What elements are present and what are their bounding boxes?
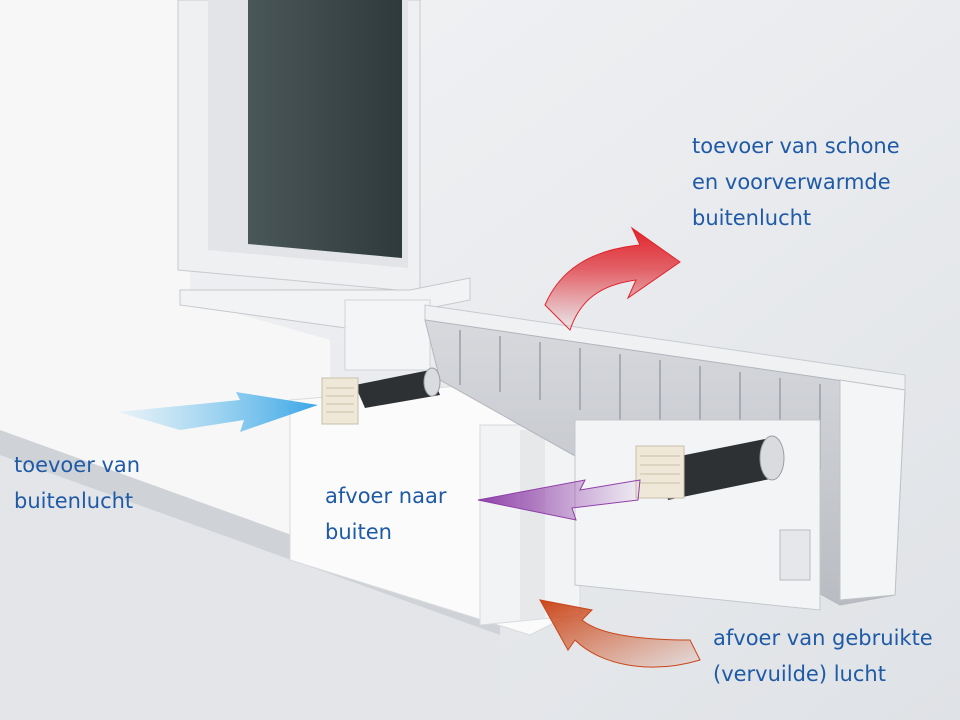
label-line: buiten <box>325 520 392 544</box>
vent-grille-upper <box>321 377 359 425</box>
window-frame <box>177 0 471 371</box>
arrow-exhaust-outside <box>477 479 641 521</box>
label-supply-clean-air: toevoer van schone en voorverwarmde buit… <box>692 128 900 236</box>
label-line: afvoer naar <box>325 484 447 508</box>
label-exhaust-used-air: afvoer van gebruikte (vervuilde) lucht <box>713 620 933 692</box>
label-line: toevoer van schone <box>692 134 900 158</box>
label-line: buitenlucht <box>14 489 134 513</box>
arrow-supply-outside-air <box>118 392 318 432</box>
arrow-exhaust-used-air <box>539 599 701 668</box>
duct-pipe-upper <box>355 367 441 408</box>
arrow-supply-clean-air <box>544 226 681 331</box>
label-line: afvoer van gebruikte <box>713 626 933 650</box>
label-exhaust-outside: afvoer naar buiten <box>325 478 446 550</box>
wall-block <box>289 379 581 636</box>
label-line: en voorverwarmde <box>692 170 891 194</box>
duct-pipe-lower <box>660 435 785 500</box>
vent-grille-lower <box>635 445 685 499</box>
label-line: (vervuilde) lucht <box>713 662 886 686</box>
label-line: buitenlucht <box>692 206 812 230</box>
label-line: toevoer van <box>14 453 141 477</box>
label-supply-outside-air: toevoer van buitenlucht <box>14 447 140 519</box>
